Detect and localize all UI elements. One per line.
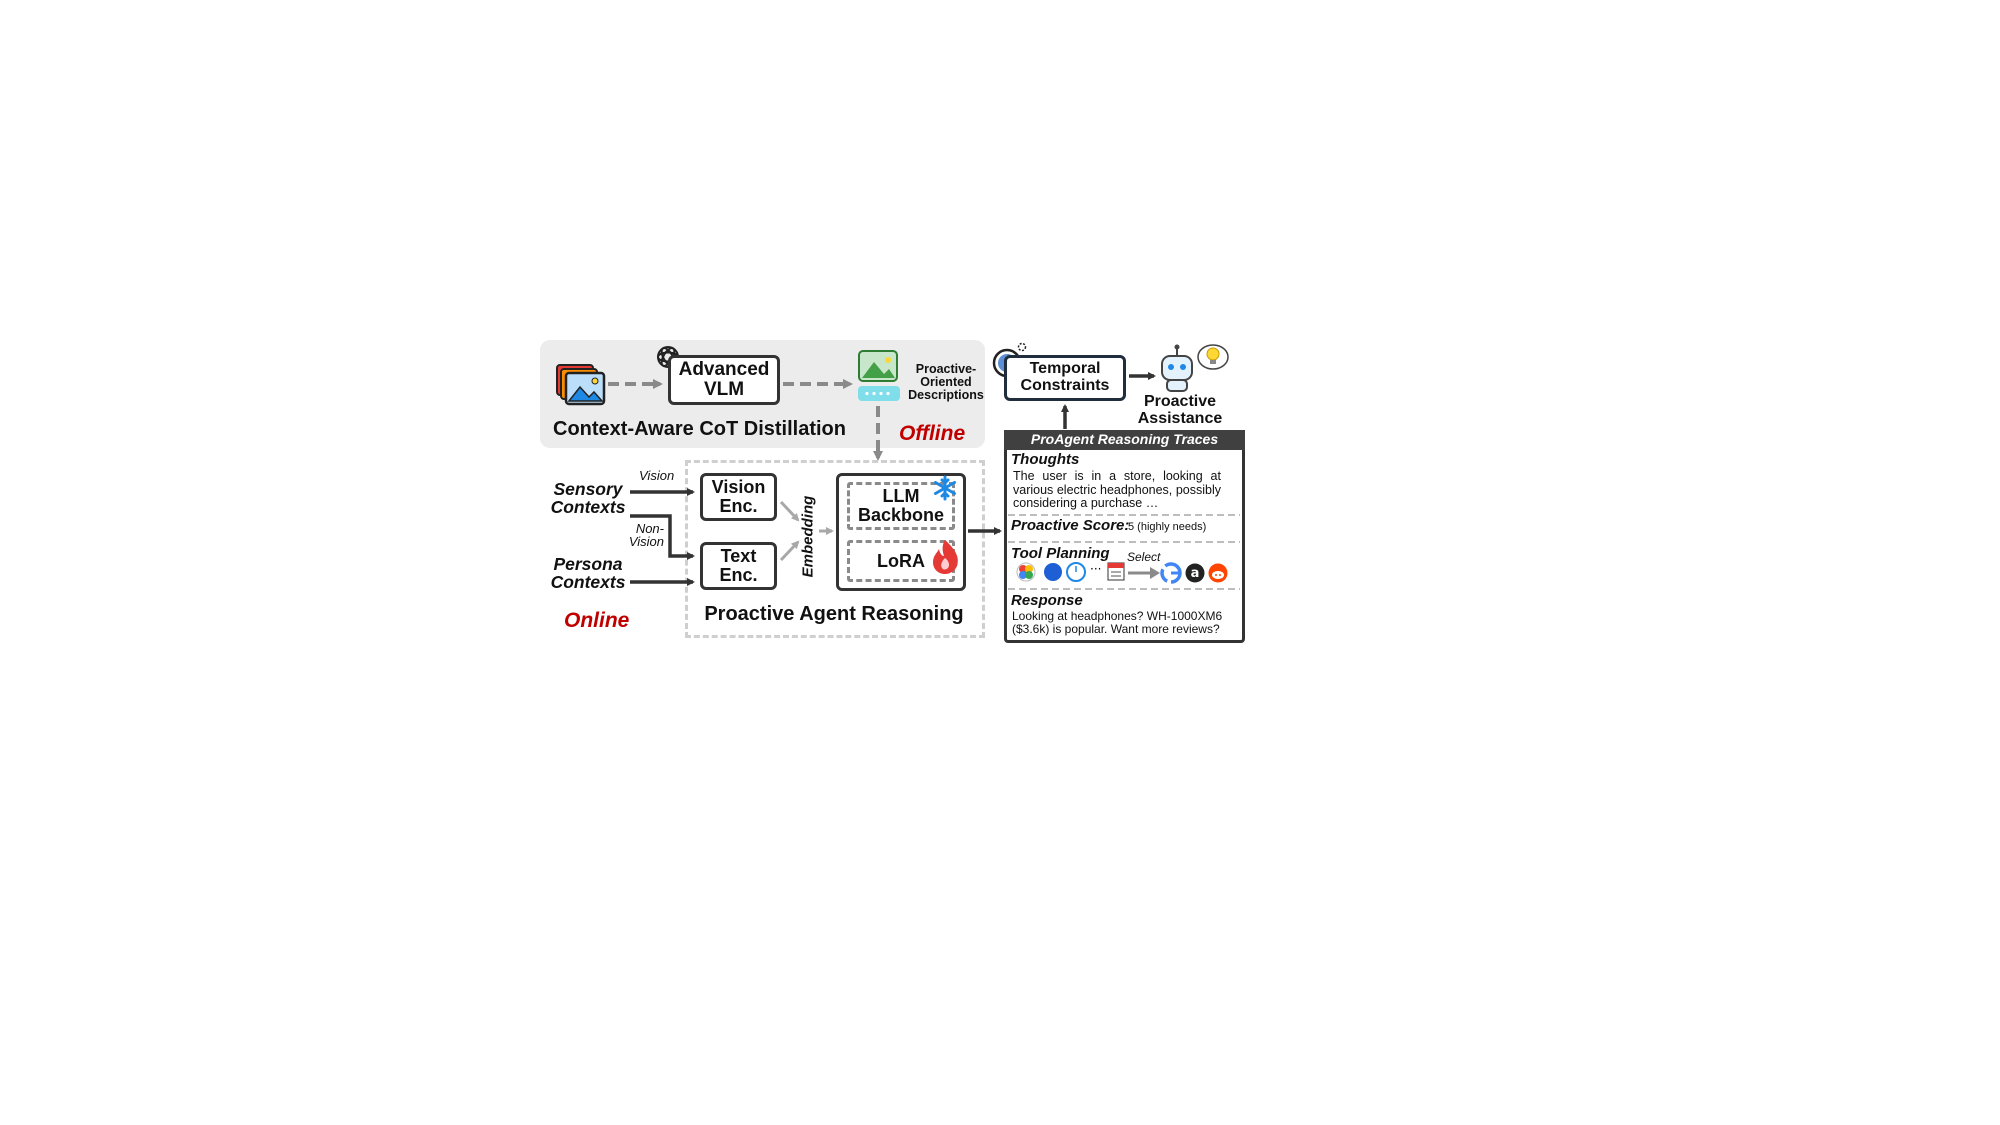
text-encoder-box: Text Enc.: [700, 542, 777, 590]
thoughts-text: The user is in a store, looking at vario…: [1013, 469, 1221, 510]
vision-encoder-box: Vision Enc.: [700, 473, 777, 521]
sensory-contexts-label: Sensory Contexts: [550, 479, 626, 518]
persona-contexts-label: Persona Contexts: [550, 554, 626, 593]
traces-panel: [1004, 430, 1245, 643]
vision-arrow-label: Vision: [639, 468, 675, 483]
thoughts-title: Thoughts: [1011, 451, 1080, 468]
lora-box: LoRA: [847, 540, 955, 582]
score-value: 5 (highly needs): [1128, 521, 1207, 533]
traces-header: ProAgent Reasoning Traces: [1030, 431, 1219, 447]
score-title: Proactive Score:: [1011, 517, 1130, 534]
tool-planning-title: Tool Planning: [1011, 545, 1110, 562]
traces-header-bar: [1004, 430, 1245, 450]
select-label: Select: [1127, 550, 1161, 564]
descriptions-label: Proactive- Oriented Descriptions: [908, 362, 984, 403]
embedding-label: Embedding: [799, 495, 817, 578]
offline-tag: Offline: [899, 422, 966, 445]
proactive-assistance-label: Proactive Assistance: [1137, 393, 1223, 427]
llm-backbone-box: LLM Backbone: [847, 482, 955, 530]
response-text: Looking at headphones? WH-1000XM6 ($3.6k…: [1012, 609, 1223, 636]
nonvision-arrow-label: Non- Vision: [628, 521, 664, 549]
response-title: Response: [1011, 592, 1083, 609]
reasoning-title: Proactive Agent Reasoning: [704, 603, 964, 625]
offline-title: Context-Aware CoT Distillation: [553, 418, 846, 440]
advanced-vlm-box: Advanced VLM: [668, 355, 780, 405]
llm-outer-box: [836, 473, 966, 591]
online-tag: Online: [564, 609, 630, 632]
temporal-constraints-box: Temporal Constraints: [1004, 355, 1126, 401]
